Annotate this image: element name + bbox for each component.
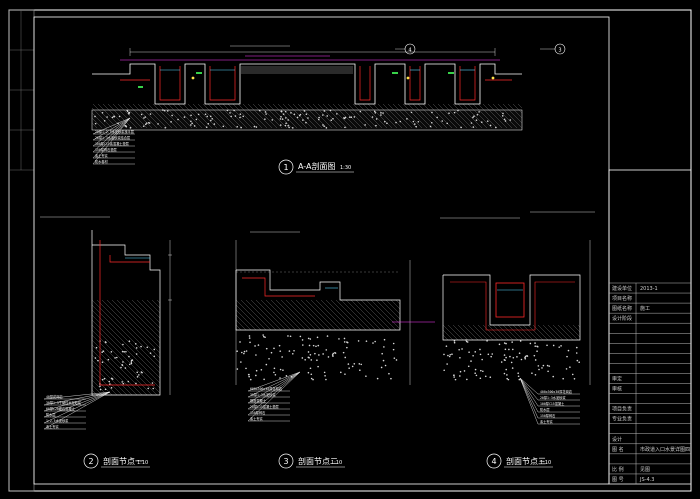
title-block-label: 设计阶段 xyxy=(612,315,632,322)
section-a-scale: 1:30 xyxy=(340,165,351,171)
annotation-note: 20厚1:3水泥砂浆结合层 xyxy=(95,135,130,140)
title-block-label: 项目名称 xyxy=(612,295,632,302)
annotation-note: 素土夯实 xyxy=(540,419,553,424)
title-block-label: 图 名 xyxy=(612,446,624,453)
detail-1-number: 2 xyxy=(88,457,93,466)
annotation-note: 素土夯实 xyxy=(250,416,263,421)
title-block-value: 施工 xyxy=(640,305,650,312)
annotation-note: 钢筋混凝土 xyxy=(250,398,267,403)
title-block-label: 审定 xyxy=(612,375,622,382)
annotation-note: 600x300x30厚花岗岩 xyxy=(250,386,283,391)
title-block-label: 专业负责 xyxy=(612,416,632,423)
title-block-value: 2013-1 xyxy=(640,286,658,292)
annotation-note: 150厚碎石 xyxy=(250,410,265,415)
annotation-note: 防水层 xyxy=(540,407,550,412)
callout-3: 3 xyxy=(558,48,561,54)
title-block-value: 见图 xyxy=(640,467,650,473)
annotation-note: 100厚C15素混凝土垫层 xyxy=(95,141,129,146)
annotation-note: 40厚花岗岩 xyxy=(46,394,63,399)
detail-1: 40厚花岗岩30厚1:3干硬性水泥砂浆60厚C20细石混凝土防水层1:2.5水泥… xyxy=(40,216,172,469)
annotation-note: 素土夯实 xyxy=(46,424,59,429)
callout-4: 4 xyxy=(408,48,411,54)
detail-2: 600x300x30厚花岗岩30厚1:3水泥砂浆钢筋混凝土20厚C15混凝土垫层… xyxy=(235,231,435,469)
detail-3-scale: 1:10 xyxy=(540,460,551,466)
annotation-note: 60厚C20细石混凝土 xyxy=(46,406,76,411)
annotation-note: 20厚1:2.5水泥砂浆找平层 xyxy=(95,129,134,134)
title-block-label: 比 例 xyxy=(612,466,624,473)
detail-1-title: 剖面节点一 xyxy=(103,456,143,466)
annotation-note: 150厚碎石 xyxy=(540,413,555,418)
title-block-label: 审核 xyxy=(612,386,622,393)
title-block-label: 建设单位 xyxy=(612,285,632,292)
title-block-label: 项目负责 xyxy=(612,406,632,413)
title-block-value: JS-4.3 xyxy=(639,477,654,483)
detail-1-scale: 1:10 xyxy=(137,460,148,466)
annotation-note: 100厚C15混凝土 xyxy=(540,401,565,406)
title-block-label: 图纸名称 xyxy=(612,305,632,312)
annotation-note: 30厚1:3水泥砂浆 xyxy=(250,392,276,397)
annotation-note: 防水层 xyxy=(46,412,56,417)
annotation-note: 素土夯实 xyxy=(95,153,108,158)
annotation-note: 400x300x30厚花岗岩 xyxy=(540,389,573,394)
title-block-label: 设计 xyxy=(612,436,622,443)
annotation-note: 20厚1:3水泥砂浆 xyxy=(540,395,566,400)
detail-2-scale: 1:10 xyxy=(331,460,342,466)
detail-3-number: 4 xyxy=(491,457,496,466)
annotation-note: 30厚1:3干硬性水泥砂浆 xyxy=(46,400,82,405)
annotation-note: 20厚C15混凝土垫层 xyxy=(250,404,279,409)
section-a-a: 20厚1:2.5水泥砂浆找平层20厚1:3水泥砂浆结合层100厚C15素混凝土垫… xyxy=(91,43,566,175)
annotation-note: 1:2.5水泥砂浆 xyxy=(46,418,69,423)
annotation-note: 150厚碎石垫层 xyxy=(95,147,117,152)
annotation-note: 防水卷材 xyxy=(95,159,109,164)
section-a-title: A-A剖面图 xyxy=(298,161,335,171)
detail-2-number: 3 xyxy=(283,457,288,466)
detail-3: 400x300x30厚花岗岩20厚1:3水泥砂浆100厚C15混凝土防水层150… xyxy=(440,211,595,469)
title-block-label: 图 号 xyxy=(612,477,624,483)
section-a-number: 1 xyxy=(283,163,288,172)
detail-3-title: 剖面节点三 xyxy=(506,456,546,466)
detail-2-title: 剖面节点二 xyxy=(298,456,338,466)
title-block-value: 市政道入口水景详图四 xyxy=(640,446,690,453)
